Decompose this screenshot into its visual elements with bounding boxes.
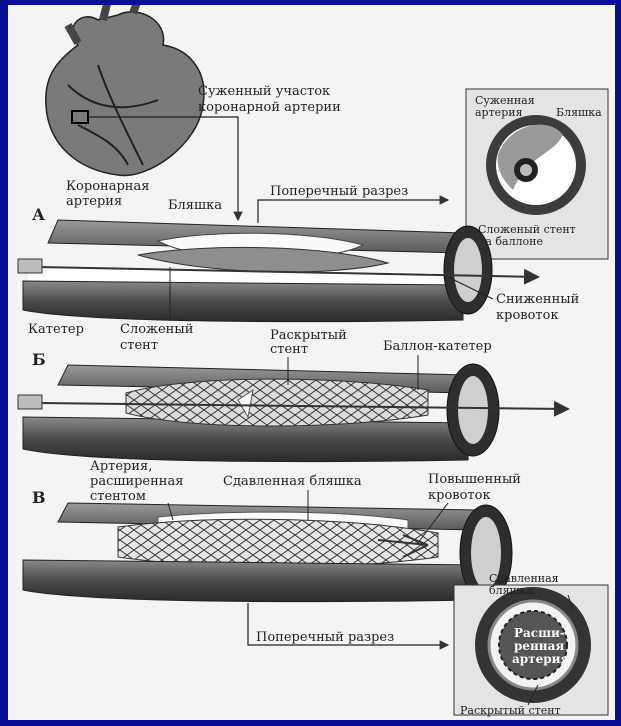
label-inset-widened-artery-1: Расши- — [514, 626, 565, 640]
panel-letter-a: А — [32, 205, 45, 224]
label-folded-stent-2: стент — [120, 338, 158, 353]
label-inset-widened-artery-3: артерия — [512, 652, 570, 666]
label-inset-opened-stent: Раскрытый стент — [460, 704, 561, 717]
label-balloon-catheter: Баллон-катетер — [383, 339, 492, 354]
stent-diagram: Суженный участок коронарной артерии Суже… — [8, 5, 615, 720]
label-cross-section-bottom: Поперечный разрез — [256, 630, 394, 645]
label-coronary-artery-1: Коронарная — [66, 179, 149, 194]
label-plaque: Бляшка — [168, 198, 222, 213]
artery-tube-a — [18, 220, 538, 322]
panel-letter-c: В — [32, 488, 46, 507]
label-artery-widened-3: стентом — [90, 489, 146, 504]
label-cross-section-top: Поперечный разрез — [270, 184, 408, 199]
label-reduced-flow-1: Сниженный — [496, 292, 579, 307]
label-compressed-plaque: Сдавленная бляшка — [223, 474, 362, 489]
label-folded-stent-1: Сложеный — [120, 322, 193, 337]
label-catheter: Катетер — [28, 322, 84, 337]
label-coronary-artery-2: артерия — [66, 194, 122, 209]
label-increased-flow-2: кровоток — [428, 488, 491, 503]
label-inset-compressed-plaque-2: бляшка — [489, 584, 534, 597]
label-inset-narrowed-artery-2: артерия — [475, 106, 523, 119]
panel-letter-b: Б — [32, 350, 46, 369]
label-artery-widened-1: Артерия, — [90, 459, 152, 474]
label-increased-flow-1: Повышенный — [428, 472, 521, 487]
label-inset-plaque: Бляшка — [556, 106, 602, 119]
label-narrowed-segment-1: Суженный участок — [198, 84, 330, 99]
label-expanded-stent-2: стент — [270, 342, 308, 357]
label-expanded-stent-1: Раскрытый — [270, 328, 347, 343]
diagram-panel: Суженный участок коронарной артерии Суже… — [8, 5, 615, 720]
label-artery-widened-2: расширенная — [90, 474, 183, 489]
label-inset-widened-artery-2: ренная — [514, 639, 564, 653]
label-reduced-flow-2: кровоток — [496, 308, 559, 323]
label-narrowed-segment-2: коронарной артерии — [198, 100, 341, 115]
